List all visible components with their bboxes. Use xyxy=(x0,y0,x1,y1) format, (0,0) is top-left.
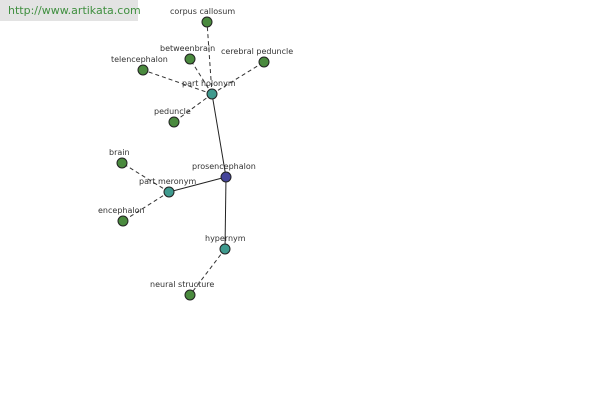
node-label-corpus-callosum[interactable]: corpus callosum xyxy=(170,7,235,16)
node-label-peduncle[interactable]: peduncle xyxy=(154,107,191,116)
node-label-part-holonym[interactable]: part holonym xyxy=(182,79,236,88)
node-prosencephalon[interactable]: prosencephalon xyxy=(192,162,256,183)
node-marker-brain[interactable] xyxy=(116,157,128,169)
node-part-holonym[interactable]: part holonym xyxy=(182,79,236,100)
edge-part-meronym-to-brain xyxy=(121,162,170,193)
node-label-brain[interactable]: brain xyxy=(109,148,130,157)
node-label-telencephalon[interactable]: telencephalon xyxy=(111,55,168,64)
edge-prosencephalon-to-hypernym xyxy=(224,176,227,250)
node-betweenbrain[interactable]: betweenbrain xyxy=(160,44,215,65)
watermark-url: http://www.artikata.com xyxy=(0,0,141,21)
edge-part-holonym-to-peduncle xyxy=(173,93,213,123)
node-label-part-meronym[interactable]: part meronym xyxy=(139,177,196,186)
edge-part-meronym-to-encephalon xyxy=(122,191,170,222)
node-hypernym[interactable]: hypernym xyxy=(205,234,246,255)
node-label-hypernym[interactable]: hypernym xyxy=(205,234,246,243)
node-marker-part-holonym[interactable] xyxy=(206,88,218,100)
node-label-encephalon[interactable]: encephalon xyxy=(98,206,145,215)
edge-part-holonym-to-cerebral-peduncle xyxy=(211,61,265,95)
edge-prosencephalon-to-part-meronym xyxy=(168,176,227,193)
edge-part-holonym-to-telencephalon xyxy=(142,69,213,95)
node-marker-cerebral-peduncle[interactable] xyxy=(258,56,270,68)
node-cerebral-peduncle[interactable]: cerebral peduncle xyxy=(221,47,293,68)
node-marker-neural-structure[interactable] xyxy=(184,289,196,301)
node-label-neural-structure[interactable]: neural structure xyxy=(150,280,214,289)
node-marker-betweenbrain[interactable] xyxy=(184,53,196,65)
node-label-prosencephalon[interactable]: prosencephalon xyxy=(192,162,256,171)
edge-part-holonym-to-corpus-callosum xyxy=(206,21,213,95)
node-label-cerebral-peduncle[interactable]: cerebral peduncle xyxy=(221,47,293,56)
edge-hypernym-to-neural-structure xyxy=(189,248,226,296)
edge-part-holonym-to-betweenbrain xyxy=(189,58,213,95)
node-telencephalon[interactable]: telencephalon xyxy=(111,55,168,76)
edges-layer xyxy=(121,21,265,296)
node-marker-prosencephalon[interactable] xyxy=(220,171,232,183)
node-marker-peduncle[interactable] xyxy=(168,116,180,128)
node-marker-corpus-callosum[interactable] xyxy=(201,16,213,28)
node-encephalon[interactable]: encephalon xyxy=(98,206,145,227)
node-label-betweenbrain[interactable]: betweenbrain xyxy=(160,44,215,53)
node-marker-hypernym[interactable] xyxy=(219,243,231,255)
node-neural-structure[interactable]: neural structure xyxy=(150,280,214,301)
edge-prosencephalon-to-part-holonym xyxy=(211,93,227,178)
node-marker-telencephalon[interactable] xyxy=(137,64,149,76)
node-peduncle[interactable]: peduncle xyxy=(154,107,191,128)
nodes-layer: prosencephalon part holonym part meronym hy… xyxy=(98,7,293,301)
node-marker-part-meronym[interactable] xyxy=(163,186,175,198)
node-brain[interactable]: brain xyxy=(109,148,130,169)
node-part-meronym[interactable]: part meronym xyxy=(139,177,196,198)
node-marker-encephalon[interactable] xyxy=(117,215,129,227)
node-corpus-callosum[interactable]: corpus callosum xyxy=(170,7,235,28)
